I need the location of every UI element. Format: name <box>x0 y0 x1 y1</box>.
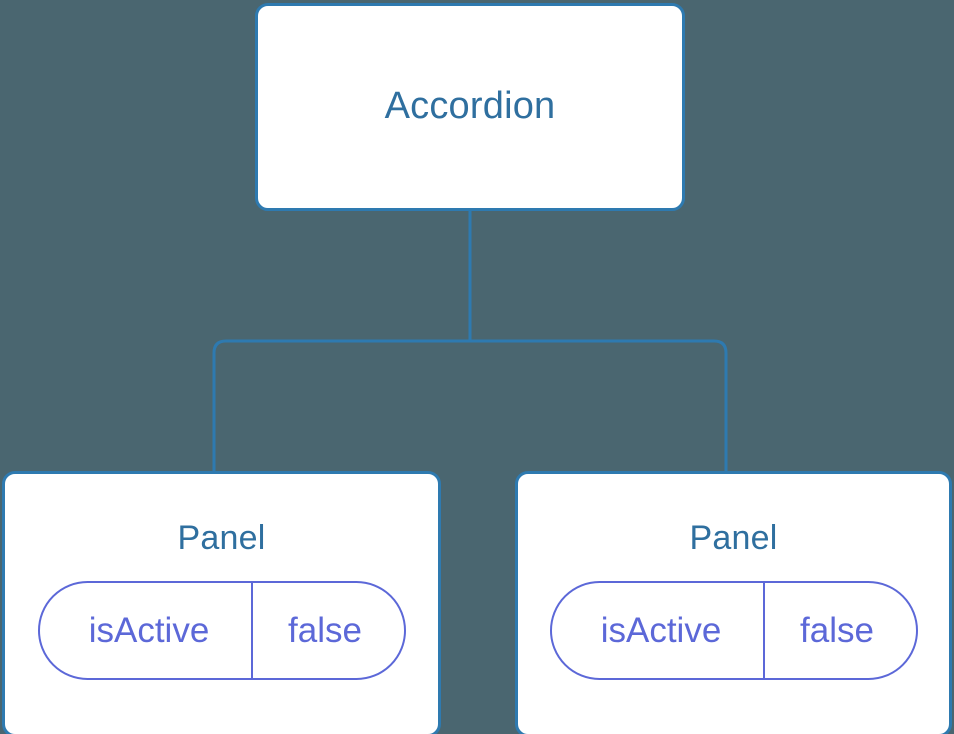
node-panel-1-prop-isactive[interactable]: isActive false <box>37 581 406 681</box>
prop-value: false <box>800 611 874 651</box>
node-panel-2-prop-isactive[interactable]: isActive false <box>549 581 918 681</box>
node-panel-1[interactable]: Panel isActive false <box>2 471 441 734</box>
node-panel-1-title: Panel <box>177 519 266 557</box>
edge-to-panel-right <box>470 339 728 471</box>
node-accordion[interactable]: Accordion <box>255 3 685 211</box>
edge-to-panel-left <box>212 339 494 471</box>
prop-value: false <box>288 611 362 651</box>
node-panel-2-title: Panel <box>689 519 778 557</box>
node-accordion-title: Accordion <box>384 85 556 128</box>
node-panel-2[interactable]: Panel isActive false <box>515 471 952 734</box>
prop-key: isActive <box>552 583 765 679</box>
prop-key: isActive <box>40 583 253 679</box>
